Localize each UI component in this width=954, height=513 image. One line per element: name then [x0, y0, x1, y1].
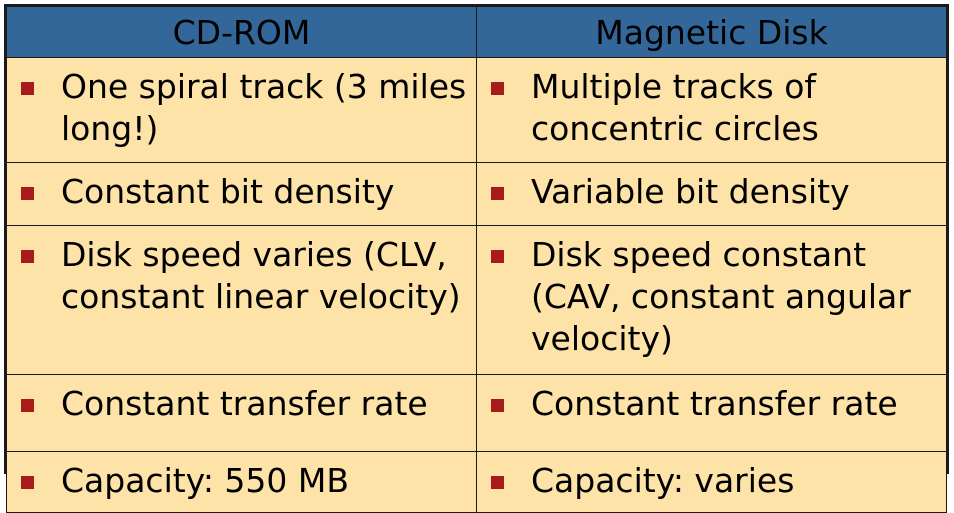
- table-cell: Disk speed constant (CAV, constant angul…: [476, 225, 947, 375]
- table-row: Constant transfer rate Constant transfer…: [6, 374, 947, 452]
- table-header-row: CD-ROM Magnetic Disk: [6, 6, 947, 58]
- square-bullet-icon: [491, 399, 504, 412]
- table-cell: One spiral track (3 miles long!): [6, 57, 477, 163]
- square-bullet-icon: [491, 476, 504, 489]
- table-row: Constant bit density Variable bit densit…: [6, 162, 947, 226]
- square-bullet-icon: [21, 187, 34, 200]
- table-cell: Constant transfer rate: [6, 374, 477, 452]
- cell-text: Constant transfer rate: [531, 384, 898, 423]
- table-cell: Constant bit density: [6, 162, 477, 226]
- table-cell: Variable bit density: [476, 162, 947, 226]
- cell-text: Variable bit density: [531, 172, 850, 211]
- table-cell: Capacity: varies: [476, 451, 947, 513]
- cell-text: Multiple tracks of concentric circles: [531, 67, 819, 148]
- cell-text: Constant transfer rate: [61, 384, 428, 423]
- cell-text: Capacity: varies: [531, 461, 795, 500]
- square-bullet-icon: [21, 250, 34, 263]
- table-row: Capacity: 550 MB Capacity: varies: [6, 451, 947, 513]
- table-cell: Multiple tracks of concentric circles: [476, 57, 947, 163]
- cell-text: Constant bit density: [61, 172, 395, 211]
- header-magnetic-disk: Magnetic Disk: [476, 6, 947, 58]
- square-bullet-icon: [491, 82, 504, 95]
- table-cell: Constant transfer rate: [476, 374, 947, 452]
- square-bullet-icon: [491, 187, 504, 200]
- table-row: One spiral track (3 miles long!) Multipl…: [6, 57, 947, 163]
- square-bullet-icon: [21, 82, 34, 95]
- cell-text: Capacity: 550 MB: [61, 461, 350, 500]
- table-row: Disk speed varies (CLV, constant linear …: [6, 225, 947, 375]
- square-bullet-icon: [21, 399, 34, 412]
- header-cd-rom: CD-ROM: [6, 6, 477, 58]
- cell-text: One spiral track (3 miles long!): [61, 67, 467, 148]
- square-bullet-icon: [491, 250, 504, 263]
- cell-text: Disk speed constant (CAV, constant angul…: [531, 235, 911, 358]
- table-cell: Capacity: 550 MB: [6, 451, 477, 513]
- comparison-table: CD-ROM Magnetic Disk One spiral track (3…: [6, 6, 947, 513]
- table-cell: Disk speed varies (CLV, constant linear …: [6, 225, 477, 375]
- cell-text: Disk speed varies (CLV, constant linear …: [61, 235, 461, 316]
- square-bullet-icon: [21, 476, 34, 489]
- comparison-table-container: CD-ROM Magnetic Disk One spiral track (3…: [4, 4, 949, 513]
